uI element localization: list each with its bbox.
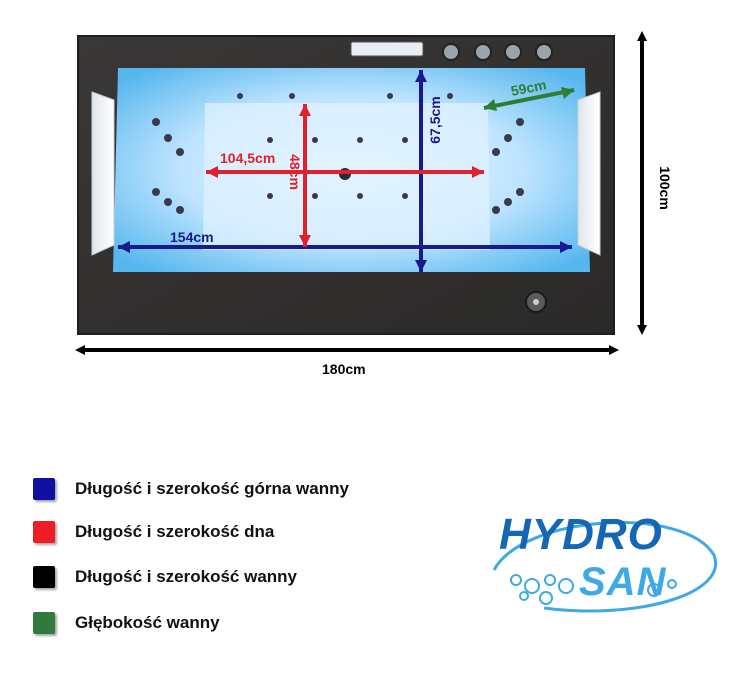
water-bubbles-icon: [510, 574, 677, 605]
outer-width-label: 100cm: [657, 166, 673, 210]
knob-icon[interactable]: [535, 43, 553, 61]
bottom-width-label: 48cm: [287, 154, 303, 190]
legend-swatch-green: [33, 612, 55, 634]
legend-label: Długość i szerokość wanny: [75, 567, 298, 586]
drain-center: [533, 299, 539, 305]
legend-swatch-blue: [33, 478, 55, 500]
knob-icon[interactable]: [474, 43, 492, 61]
left-pillow: [91, 91, 115, 256]
right-pillow: [577, 91, 601, 256]
knob-icon[interactable]: [504, 43, 522, 61]
knob-icon[interactable]: [442, 43, 460, 61]
logo-line2: SAN: [579, 560, 667, 604]
outer-length-label: 180cm: [322, 361, 366, 377]
legend-label: Długość i szerokość górna wanny: [75, 479, 349, 498]
depth-arrow: [483, 88, 575, 110]
legend-item-overall: Długość i szerokość wanny: [33, 562, 453, 588]
depth-label: 59cm: [510, 76, 548, 99]
bottom-length-label: 104,5cm: [220, 150, 275, 166]
logo-line1: HYDRO: [499, 510, 663, 559]
legend-swatch-black: [33, 566, 55, 588]
legend-label: Długość i szerokość dna: [75, 522, 275, 541]
jets: [152, 93, 524, 214]
legend-label: Głębokość wanny: [75, 613, 220, 632]
legend-swatch-red: [33, 521, 55, 543]
legend-item-bottom: Długość i szerokość dna: [33, 517, 453, 543]
upper-length-label: 154cm: [170, 229, 214, 245]
legend-item-upper: Długość i szerokość górna wanny: [33, 474, 453, 500]
upper-width-label: 67,5cm: [427, 96, 443, 143]
hydrosan-logo: HYDRO SAN: [484, 500, 724, 625]
bathtub-diagram: 180cm 100cm 154cm 67,5cm 104,5cm 48cm 59…: [75, 31, 673, 377]
legend-item-depth: Głębokość wanny: [33, 608, 453, 634]
control-panel-icon[interactable]: [350, 41, 424, 57]
logo-swoosh: [492, 521, 718, 613]
